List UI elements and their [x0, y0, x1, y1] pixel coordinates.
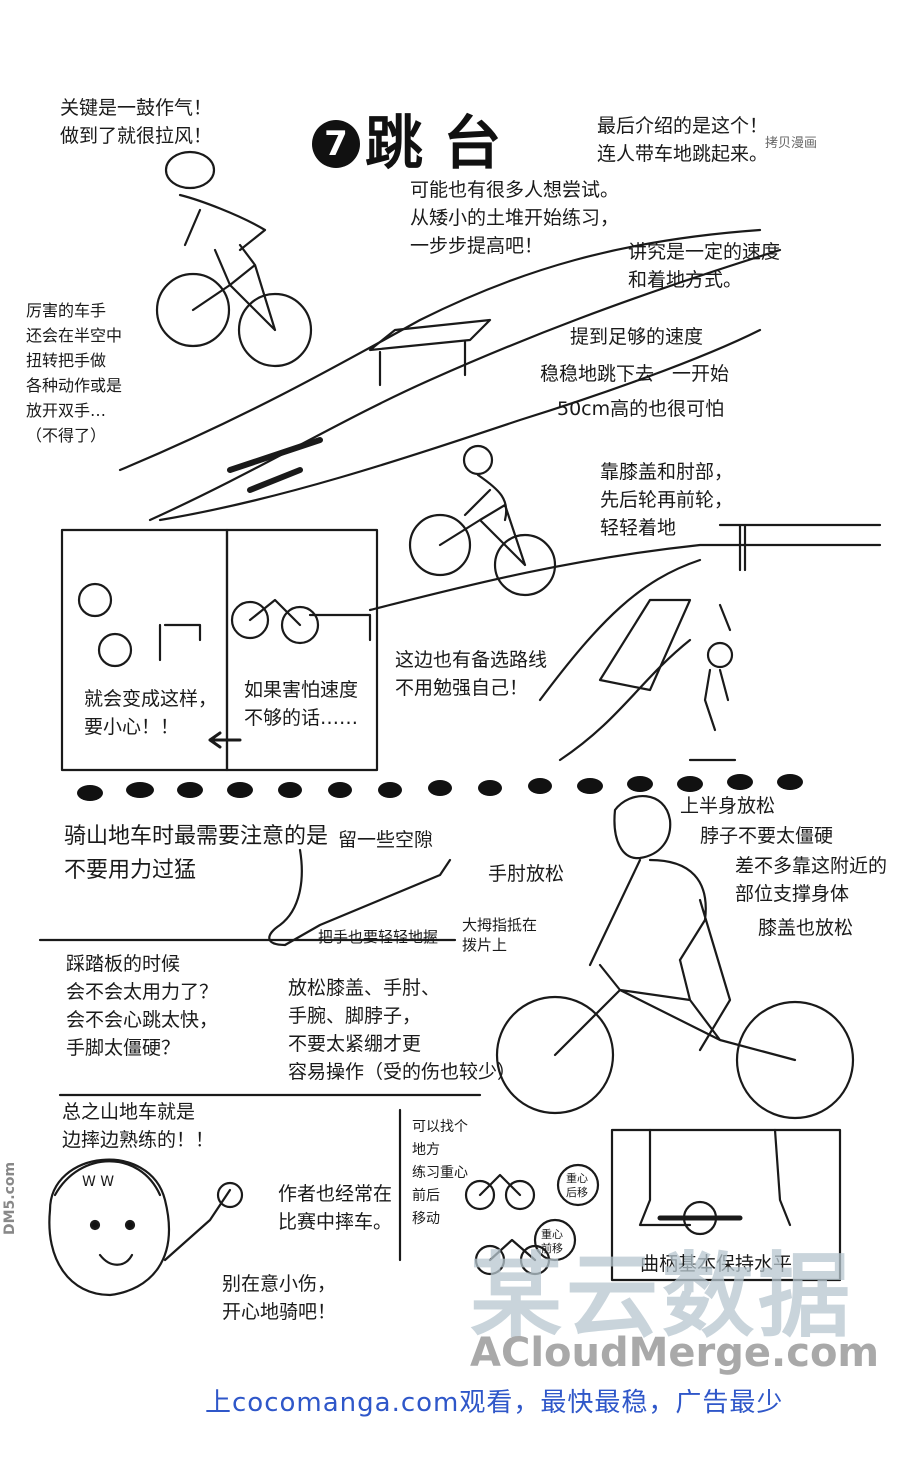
- posture-neck: 脖子不要太僵硬: [700, 825, 834, 847]
- note-try-it: 可能也有很多人想尝试。 从矮小的土堆开始练习， 一步步提高吧！: [410, 179, 620, 257]
- posture-gap: 留一些空隙: [338, 829, 434, 851]
- crank-caption: 曲柄基本保持水平: [640, 1253, 793, 1275]
- panel1-caption: 就会变成这样， 要小心！！: [84, 688, 218, 738]
- note-alt-route: 这边也有备选路线 不用勉强自己！: [395, 649, 548, 699]
- note-speed: 讲究是一定的速度 和着地方式。: [628, 241, 781, 291]
- posture-thumb: 大拇指抵在 拨片上: [462, 916, 538, 954]
- note-height-scary: 50cm高的也很可怕: [557, 398, 725, 420]
- top-rider-bike: [155, 150, 313, 368]
- posture-rider-bike: [495, 795, 855, 1120]
- rear-shift-label: 重心 后移: [566, 1172, 588, 1199]
- front-shift-label: 重心 前移: [541, 1228, 563, 1255]
- summary-main: 总之山地车就是 边摔边熟练的！！: [62, 1101, 215, 1151]
- watermark-big: 某云数据: [470, 1243, 855, 1350]
- pedal-relax: 放松膝盖、手肘、 手腕、脚脖子， 不要太紧绷才更 容易操作（受的伤也较少）: [288, 977, 517, 1083]
- posture-knees: 膝盖也放松: [758, 917, 854, 939]
- footer-link[interactable]: 上cocomanga.com观看，最快最稳，广告最少: [205, 1388, 784, 1418]
- chapter-number-badge: 7: [312, 120, 360, 168]
- posture-elbow: 手肘放松: [488, 863, 565, 885]
- credit-label: 拷贝漫画: [765, 136, 818, 151]
- summary-author: 作者也经常在 比赛中摔车。: [278, 1183, 393, 1233]
- practice-note: 可以找个 地方 练习重心 前后 移动: [412, 1119, 468, 1227]
- panel-right: [225, 528, 379, 772]
- note-jump-down: 稳稳地跳下去: [540, 363, 655, 385]
- page-title: 跳 台: [365, 109, 502, 177]
- landing-rider-bike: [408, 444, 557, 597]
- summary-minor-injury: 别在意小伤， 开心地骑吧！: [222, 1273, 337, 1323]
- posture-grip: 把手也要轻轻地握: [318, 928, 439, 946]
- dirt-hill: [118, 228, 762, 472]
- author-face: [48, 1158, 244, 1297]
- posture-support: 差不多靠这附近的 部位支撑身体: [735, 855, 888, 905]
- helmet-mark: W W: [82, 1174, 115, 1190]
- watermark-site: ACloudMerge.com: [470, 1330, 880, 1376]
- hand-grip: [268, 848, 452, 947]
- note-first-time: 一开始: [672, 363, 730, 385]
- posture-heading: 骑山地车时最需要注意的是 不要用力过猛: [64, 824, 329, 883]
- note-reach-speed: 提到足够的速度: [570, 326, 704, 348]
- side-logo: DM5.com: [2, 1161, 18, 1235]
- dotted-divider: [77, 774, 803, 801]
- posture-upper-body: 上半身放松: [680, 795, 776, 817]
- alt-ramp: [598, 598, 692, 692]
- panel2-caption: 如果害怕速度 不够的话……: [244, 679, 359, 729]
- pedal-question: 踩踏板的时候 会不会太用力了？ 会不会心跳太快， 手脚太僵硬？: [66, 953, 219, 1059]
- note-landing: 靠膝盖和肘部， 先后轮再前轮， 轻轻着地: [600, 461, 734, 539]
- note-top-right: 最后介绍的是这个！ 连人带车地跳起来。: [597, 115, 769, 165]
- note-left-column: 厉害的车手 还会在半空中 扭转把手做 各种动作或是 放开双手… （不得了）: [26, 301, 123, 445]
- jump-ramp: [368, 318, 492, 352]
- note-top-left: 关键是一鼓作气！ 做到了就很拉风！: [60, 97, 213, 147]
- pedal-panel: [610, 1128, 842, 1282]
